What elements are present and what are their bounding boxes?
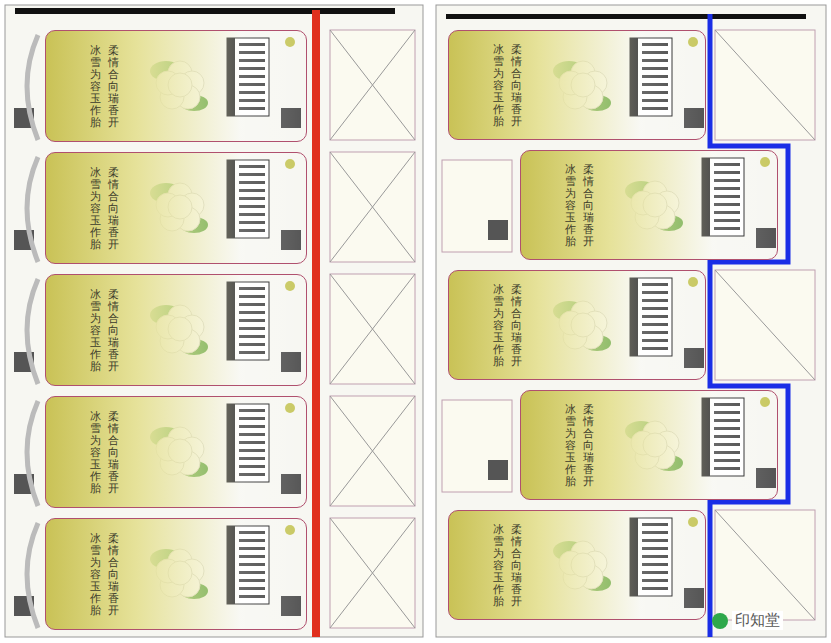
poem-line: 冰雪为容玉作胎 (90, 533, 101, 618)
straight-cut-line (312, 10, 320, 637)
poem-line: 柔情合向瑞香开 (108, 167, 119, 252)
poem-line: 柔情合向瑞香开 (583, 164, 594, 249)
poem-line: 冰雪为容玉作胎 (565, 164, 576, 249)
partial-panel (715, 510, 815, 620)
poem-line: 冰雪为容玉作胎 (565, 404, 576, 489)
partial-panel (330, 30, 415, 140)
partial-panel (330, 152, 415, 262)
package-panel: 冰雪为容玉作胎柔情合向瑞香开 (448, 510, 706, 620)
poem-line: 柔情合向瑞香开 (108, 45, 119, 130)
poem-line: 柔情合向瑞香开 (511, 284, 522, 369)
partial-panel (715, 270, 815, 380)
package-panel: 冰雪为容玉作胎柔情合向瑞香开 (45, 30, 307, 142)
fold-line (330, 30, 415, 140)
poem-line: 冰雪为容玉作胎 (90, 411, 101, 496)
left-sheet (5, 5, 423, 637)
qr-code (488, 220, 508, 240)
package-panel: 冰雪为容玉作胎柔情合向瑞香开 (520, 150, 778, 260)
watermark-icon (712, 613, 728, 629)
poem-line: 冰雪为容玉作胎 (493, 524, 504, 609)
partial-panel (715, 30, 815, 140)
top-bar (15, 8, 395, 14)
poem-line: 柔情合向瑞香开 (511, 44, 522, 129)
package-panel: 冰雪为容玉作胎柔情合向瑞香开 (45, 152, 307, 264)
swoosh (27, 35, 38, 140)
fold-line (715, 30, 815, 140)
stepped-cut-line (710, 14, 788, 637)
partial-panel (442, 400, 512, 492)
poem-line: 冰雪为容玉作胎 (493, 44, 504, 129)
partial-panel (330, 518, 415, 628)
fold-line (330, 518, 415, 628)
partial-panel (330, 396, 415, 506)
swoosh (27, 157, 38, 262)
package-panel: 冰雪为容玉作胎柔情合向瑞香开 (45, 396, 307, 508)
package-panel: 冰雪为容玉作胎柔情合向瑞香开 (448, 270, 706, 380)
package-panel: 冰雪为容玉作胎柔情合向瑞香开 (45, 274, 307, 386)
poem-line: 柔情合向瑞香开 (583, 404, 594, 489)
right-sheet (436, 5, 826, 637)
package-panel: 冰雪为容玉作胎柔情合向瑞香开 (448, 30, 706, 140)
fold-line (330, 274, 415, 384)
swoosh (27, 523, 38, 628)
poem-line: 柔情合向瑞香开 (108, 533, 119, 618)
fold-line (330, 518, 415, 628)
package-panel: 冰雪为容玉作胎柔情合向瑞香开 (45, 518, 307, 630)
poem-line: 冰雪为容玉作胎 (90, 289, 101, 374)
swoosh (27, 279, 38, 384)
poem-line: 柔情合向瑞香开 (511, 524, 522, 609)
top-bar (446, 14, 806, 19)
fold-line (330, 152, 415, 262)
poem-line: 冰雪为容玉作胎 (90, 167, 101, 252)
watermark: 印知堂 (732, 611, 783, 630)
poem-line: 柔情合向瑞香开 (108, 289, 119, 374)
swoosh (27, 401, 38, 506)
partial-panel (330, 274, 415, 384)
fold-line (715, 270, 815, 380)
qr-code (488, 460, 508, 480)
fold-line (330, 396, 415, 506)
fold-line (330, 152, 415, 262)
partial-panel (442, 160, 512, 252)
fold-line (715, 510, 815, 620)
package-panel: 冰雪为容玉作胎柔情合向瑞香开 (520, 390, 778, 500)
fold-line (330, 274, 415, 384)
poem-line: 冰雪为容玉作胎 (90, 45, 101, 130)
fold-line (330, 396, 415, 506)
poem-line: 柔情合向瑞香开 (108, 411, 119, 496)
fold-line (330, 30, 415, 140)
poem-line: 冰雪为容玉作胎 (493, 284, 504, 369)
